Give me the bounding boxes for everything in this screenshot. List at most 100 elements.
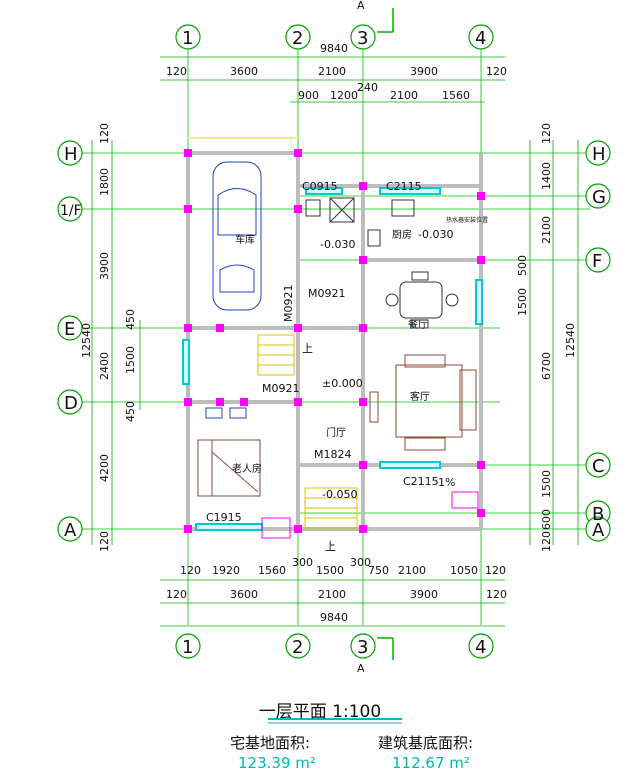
dim-bot-r1-3: 300 bbox=[292, 556, 313, 569]
water-heater-label: 热水器安装位置 bbox=[446, 216, 488, 224]
dimensions-top: 9840 120 3600 2100 3900 120 900 1200 240… bbox=[166, 42, 507, 102]
axis-label-col-2-bottom: 2 bbox=[292, 637, 303, 658]
dim-top-r1-3: 3900 bbox=[410, 65, 438, 78]
car-icon bbox=[212, 161, 262, 311]
dim-right-6: 120 bbox=[540, 531, 553, 552]
label-elev-a: -0.030 bbox=[320, 238, 355, 251]
dim-bot-r2-4: 120 bbox=[486, 588, 507, 601]
dim-bot-total: 9840 bbox=[320, 611, 348, 624]
axis-label-row-h: H bbox=[64, 144, 78, 165]
axis-label-col-3-bottom: 3 bbox=[357, 637, 368, 658]
axis-label-row-a-right: A bbox=[592, 520, 605, 541]
dim-bot-r2-0: 120 bbox=[166, 588, 187, 601]
site-area-label: 宅基地面积: bbox=[230, 734, 311, 752]
label-up-b: 上 bbox=[325, 540, 336, 553]
dim-bot-r1-2: 1560 bbox=[258, 564, 286, 577]
label-m0921-b: M0921 bbox=[282, 285, 295, 323]
dim-bot-r1-1: 1920 bbox=[212, 564, 240, 577]
dim-left-3: 2400 bbox=[98, 352, 111, 380]
dim-left-1: 1800 bbox=[98, 168, 111, 196]
windows bbox=[182, 137, 483, 531]
dim-bot-r2-2: 2100 bbox=[318, 588, 346, 601]
dim-left-total: 12540 bbox=[80, 323, 93, 358]
label-c2115-top: C2115 bbox=[386, 180, 422, 193]
dim-bot-r1-8: 1050 bbox=[450, 564, 478, 577]
room-living: 客厅 bbox=[410, 390, 430, 403]
axis-label-row-b: B bbox=[592, 504, 604, 525]
section-marker-bottom: A bbox=[357, 637, 394, 675]
axis-label-row-f: F bbox=[592, 251, 602, 272]
label-slope: 1% bbox=[438, 476, 455, 489]
dining-table-icon bbox=[385, 271, 459, 329]
dim-bot-r1-7: 2100 bbox=[398, 564, 426, 577]
axis-label-row-c: C bbox=[592, 456, 605, 477]
dim-bot-r1-6: 750 bbox=[368, 564, 389, 577]
dimensions-left: 120 1800 3900 2400 4200 120 12540 450 15… bbox=[80, 123, 137, 552]
dim-top-r1-0: 120 bbox=[166, 65, 187, 78]
section-marker-top: A bbox=[357, 0, 394, 33]
label-elev-b: -0.030 bbox=[418, 228, 453, 241]
axis-label-col-3: 3 bbox=[357, 28, 368, 49]
stairs bbox=[257, 334, 479, 539]
dim-top-r2-0: 900 bbox=[298, 89, 319, 102]
sofa-icon bbox=[369, 354, 477, 451]
axis-bubbles bbox=[57, 24, 611, 659]
dim-top-r1-4: 120 bbox=[486, 65, 507, 78]
axis-label-col-4-bottom: 4 bbox=[475, 637, 486, 658]
bed-icon bbox=[197, 407, 261, 497]
axis-label-row-e: E bbox=[64, 319, 75, 340]
dim-right-1: 1400 bbox=[540, 162, 553, 190]
label-c0915: C0915 bbox=[302, 180, 338, 193]
dim-right-3: 6700 bbox=[540, 352, 553, 380]
dim-left-5: 120 bbox=[98, 531, 111, 552]
dim-right-4: 1500 bbox=[540, 470, 553, 498]
dim-left-0: 120 bbox=[98, 123, 111, 144]
plan-annotations: C0915 C2115 C2115 C1915 M0921 M0921 M092… bbox=[206, 180, 455, 553]
dim-left-inner-0: 450 bbox=[124, 309, 137, 330]
dim-bot-r2-3: 3900 bbox=[410, 588, 438, 601]
dim-top-total: 9840 bbox=[320, 42, 348, 55]
axis-label-row-d: D bbox=[64, 393, 78, 414]
room-elder: 老人房 bbox=[232, 462, 262, 475]
label-m0921-a: M0921 bbox=[308, 287, 346, 300]
axis-label-row-1f: 1/F bbox=[60, 203, 82, 219]
dim-left-2: 3900 bbox=[98, 252, 111, 280]
axis-label-col-4: 4 bbox=[475, 28, 486, 49]
dim-top-r2-3: 2100 bbox=[390, 89, 418, 102]
dimensions-bottom: 120 1920 1560 300 1500 300 750 2100 1050… bbox=[166, 556, 507, 624]
dim-right-2: 2100 bbox=[540, 216, 553, 244]
dim-bot-r1-9: 120 bbox=[485, 564, 506, 577]
axis-label-row-h-right: H bbox=[592, 144, 606, 165]
dim-left-inner-2: 450 bbox=[124, 401, 137, 422]
section-label-bottom: A bbox=[357, 662, 365, 675]
label-elev-zero: ±0.000 bbox=[322, 377, 363, 390]
axis-bubble-labels: 1 2 3 4 1 2 3 4 H 1/F E D A H G F C B A bbox=[60, 28, 606, 658]
room-labels: 车库 厨房 餐厅 客厅 门厅 老人房 热水器安装位置 bbox=[232, 216, 488, 475]
axis-label-col-1-bottom: 1 bbox=[182, 637, 193, 658]
axis-label-row-a: A bbox=[64, 520, 77, 541]
grid-lines bbox=[80, 50, 590, 625]
build-area-label: 建筑基底面积: bbox=[378, 734, 474, 752]
dim-top-r1-1: 3600 bbox=[230, 65, 258, 78]
axis-label-col-2: 2 bbox=[292, 28, 303, 49]
axis-label-row-g: G bbox=[592, 187, 606, 208]
room-kitchen: 厨房 bbox=[392, 228, 412, 241]
dim-right-5: 600 bbox=[540, 509, 553, 530]
dim-left-4: 4200 bbox=[98, 454, 111, 482]
label-m1824: M1824 bbox=[314, 448, 352, 461]
dim-top-r2-1: 1200 bbox=[330, 89, 358, 102]
room-dining: 餐厅 bbox=[408, 318, 428, 331]
dim-top-r2-4: 1560 bbox=[442, 89, 470, 102]
dim-bot-r2-1: 3600 bbox=[230, 588, 258, 601]
build-area-value: 112.67 m² bbox=[392, 754, 470, 772]
dimensions-right: 120 1400 2100 6700 1500 600 120 12540 50… bbox=[516, 123, 577, 552]
room-garage: 车库 bbox=[235, 233, 255, 246]
dim-right-inner-1: 1500 bbox=[516, 288, 529, 316]
dim-right-0: 120 bbox=[540, 123, 553, 144]
dim-right-inner-0: 500 bbox=[516, 255, 529, 276]
dim-top-r2-2: 240 bbox=[357, 81, 378, 94]
dimension-lines bbox=[91, 56, 579, 627]
dim-bot-r1-5: 300 bbox=[350, 556, 371, 569]
dim-left-inner-1: 1500 bbox=[124, 346, 137, 374]
